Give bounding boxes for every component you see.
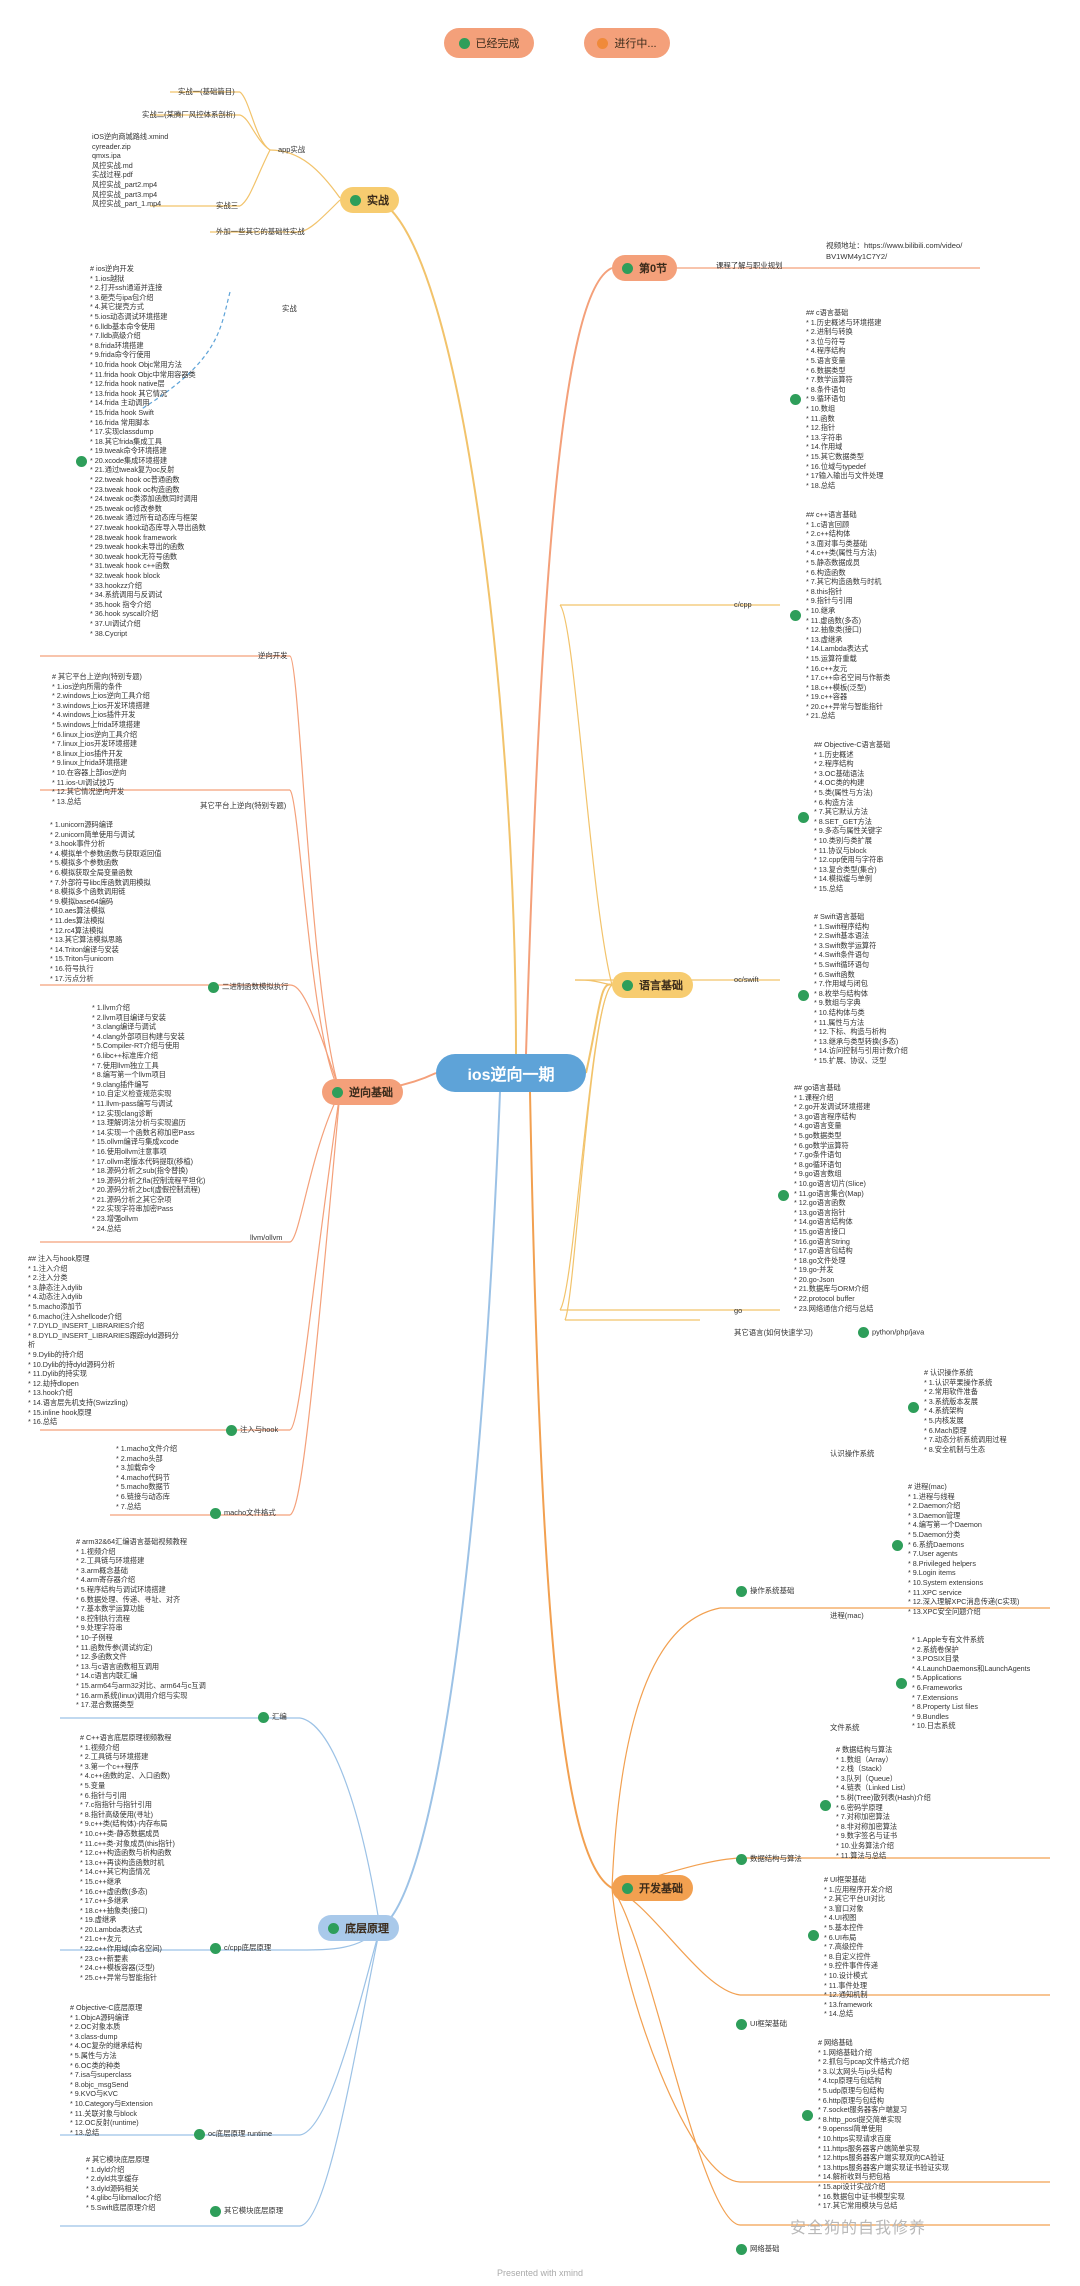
check-circle-icon (622, 262, 633, 274)
check-circle-icon (332, 1086, 343, 1098)
label-huibian: 汇编 (258, 1711, 287, 1723)
legend-in-progress: 进行中... (584, 28, 670, 58)
label-zhuru: 注入与hook (226, 1424, 278, 1436)
video-link[interactable]: 视频地址：https://www.bilibili.com/video/ BV1… (826, 241, 963, 261)
label-python: python/php/java (858, 1327, 924, 1338)
label-shizhan2: 实战二(某腾厂风控体系剖析) (142, 110, 236, 119)
shizhan3-files: iOS逆向商城路线.xmind cyreader.zip qmxs.ipa 风控… (92, 132, 169, 209)
check-circle-icon (76, 456, 87, 467)
label-shizhan1: 实战一(基础篇目) (178, 87, 235, 96)
check-circle-icon (210, 1507, 221, 1519)
check-circle-icon (798, 812, 809, 823)
label-other-lang: 其它语言(如何快速学习) (734, 1328, 813, 1337)
label-wangluo: 网络基础 (736, 2243, 780, 2255)
oc-lang-list: ## Objective-C语言基础 * 1.历史概述 * 2.程序结构 * 3… (814, 740, 891, 893)
footer: Presented with xmind (496, 2268, 584, 2278)
check-circle-icon (622, 979, 633, 991)
check-circle-icon (736, 2018, 747, 2030)
label-nixiang-kaifa: 逆向开发 (258, 651, 288, 660)
oc-dc-list: # Objective-C底层原理 * 1.ObjcA源码编译 * 2.OC对象… (70, 2003, 153, 2137)
label-ocswift: oc/swift (734, 975, 759, 984)
check-circle-icon (798, 990, 809, 1001)
renshi-list: # 认识操作系统 * 1.认识苹果操作系统 * 2.常用软件准备 * 3.系统版… (924, 1368, 1007, 1454)
ui-list: # UI框架基础 * 1.应用程序开发介绍 * 2.其它平台UI对比 * 3.窗… (824, 1875, 893, 2019)
label-go: go (734, 1306, 743, 1315)
label-macho: macho文件格式 (210, 1507, 276, 1519)
check-circle-icon (820, 1800, 831, 1811)
check-circle-icon (736, 1853, 747, 1865)
check-circle-icon (350, 194, 361, 206)
check-circle-icon (208, 981, 219, 993)
check-circle-icon (802, 2110, 813, 2121)
label-erjinzhi: 二进制函数模拟执行 (208, 981, 289, 993)
check-circle-icon (736, 2243, 747, 2255)
arm-list: # arm32&64汇编语言基础视频教程 * 1.视频介绍 * 2.工具链与环境… (76, 1537, 206, 1710)
node-shizhan[interactable]: 实战 (340, 187, 399, 213)
check-circle-icon (858, 1327, 869, 1338)
label-xitong: 操作系统基础 (736, 1585, 794, 1597)
wangluo-list: # 网络基础 * 1.网络基础介绍 * 2.抓包与pcap文件格式介绍 * 3.… (818, 2038, 949, 2211)
llvm-list: * 1.llvm介绍 * 2.llvm项目编译与安装 * 3.clang编译与调… (92, 1003, 206, 1233)
root-node[interactable]: ios逆向一期 (436, 1054, 586, 1092)
label-app-shizhan: app实战 (278, 145, 306, 154)
check-circle-icon (210, 2205, 221, 2217)
check-circle-icon (790, 394, 801, 405)
check-circle-icon (458, 37, 470, 49)
mod-dc-list: # 其它模块底层原理 * 1.dyld介绍 * 2.dyld共享缓存 * 3.d… (86, 2155, 162, 2212)
label-qita-diceng: 其它模块底层原理 (210, 2205, 283, 2217)
ios-re-list: # ios逆向开发 * 1.ios越狱 * 2.打开ssh通道并连接 * 3.砸… (90, 264, 206, 638)
label-cpp: c/cpp (734, 600, 752, 609)
label-kecheng: 课程了解与职业规划 (716, 261, 783, 270)
label-shuju: 数据结构与算法 (736, 1853, 802, 1865)
check-circle-icon (226, 1424, 237, 1436)
cpp-dc-list: # C++语言底层原理视频教程 * 1.视频介绍 * 2.工具链与环境搭建 * … (80, 1733, 175, 1982)
label-shizhan-other: 外加一些其它的基础性实战 (216, 227, 305, 236)
label-shizhan3: 实战三 (216, 201, 239, 210)
macho-list: * 1.macho文件介绍 * 2.macho头部 * 3.加载命令 * 4.m… (116, 1444, 178, 1511)
check-circle-icon (194, 2128, 205, 2140)
check-circle-icon (210, 1942, 221, 1954)
legend-done: 已经完成 (444, 28, 534, 58)
wenjian-list: * 1.Apple专有文件系统 * 2.系统卷保护 * 3.POSIX目录 * … (912, 1635, 1031, 1731)
check-circle-icon (778, 1190, 789, 1201)
suanfa-list: # 数据结构与算法 * 1.数组（Array） * 2.栈（Stack） * 3… (836, 1745, 931, 1860)
check-circle-icon (736, 1585, 747, 1597)
label-renshi: 认识操作系统 (830, 1449, 875, 1458)
node-diyijie[interactable]: 第0节 (612, 255, 678, 281)
node-yuyan[interactable]: 语言基础 (612, 972, 693, 998)
node-kaifa[interactable]: 开发基础 (612, 1875, 693, 1901)
check-circle-icon (328, 1922, 339, 1934)
label-ui: UI框架基础 (736, 2018, 787, 2030)
check-circle-icon (908, 1402, 919, 1413)
hook-list: ## 注入与hook原理 * 1.注入介绍 * 2.注入分类 * 3.静态注入d… (28, 1254, 179, 1427)
label-ccpp-diceng: c/cpp底层原理 (210, 1942, 271, 1954)
label-oc-diceng: oc底层原理 runtime (194, 2128, 272, 2140)
label-jincheng: 进程(mac) (830, 1611, 864, 1620)
check-circle-icon (892, 1540, 903, 1551)
check-circle-icon (790, 610, 801, 621)
label-llvm: llvm/ollvm (250, 1233, 283, 1242)
check-circle-icon (622, 1882, 633, 1894)
unicorn-list: * 1.unicorn源码编译 * 2.unicorn简单使用与调试 * 3.h… (50, 820, 162, 983)
jincheng-list: # 进程(mac) * 1.进程与线程 * 2.Daemon介绍 * 3.Dae… (908, 1482, 1020, 1616)
go-lang-list: ## go语言基础 * 1.课程介绍 * 2.go开发调试环境搭建 * 3.go… (794, 1083, 874, 1313)
c-lang-list: ## c语言基础 * 1.历史概述与环境搭建 * 2.进制与转换 * 3.位与符… (806, 308, 884, 490)
watermark: 安全狗的自我修养 (790, 2220, 927, 2237)
check-circle-icon (808, 1930, 819, 1941)
label-qita-pingtai: 其它平台上逆向(特别专题) (200, 801, 287, 810)
check-circle-icon (896, 1678, 907, 1689)
node-nixiang[interactable]: 逆向基础 (322, 1079, 403, 1105)
cpp-lang-list: ## c++语言基础 * 1.c语言回顾 * 2.c++结构体 * 3.面对事与… (806, 510, 891, 721)
swift-lang-list: # Swift语言基础 * 1.Swift程序结构 * 2.Swift基本语法 … (814, 912, 908, 1065)
label-wenjian: 文件系统 (830, 1723, 860, 1732)
node-diceng[interactable]: 底层原理 (318, 1915, 399, 1941)
qita-list: # 其它平台上逆向(特别专题) * 1.ios逆向所需的条件 * 2.windo… (52, 672, 150, 806)
progress-circle-icon (597, 37, 609, 49)
label-shizhan-curve: 实战 (282, 304, 297, 313)
check-circle-icon (258, 1711, 269, 1723)
